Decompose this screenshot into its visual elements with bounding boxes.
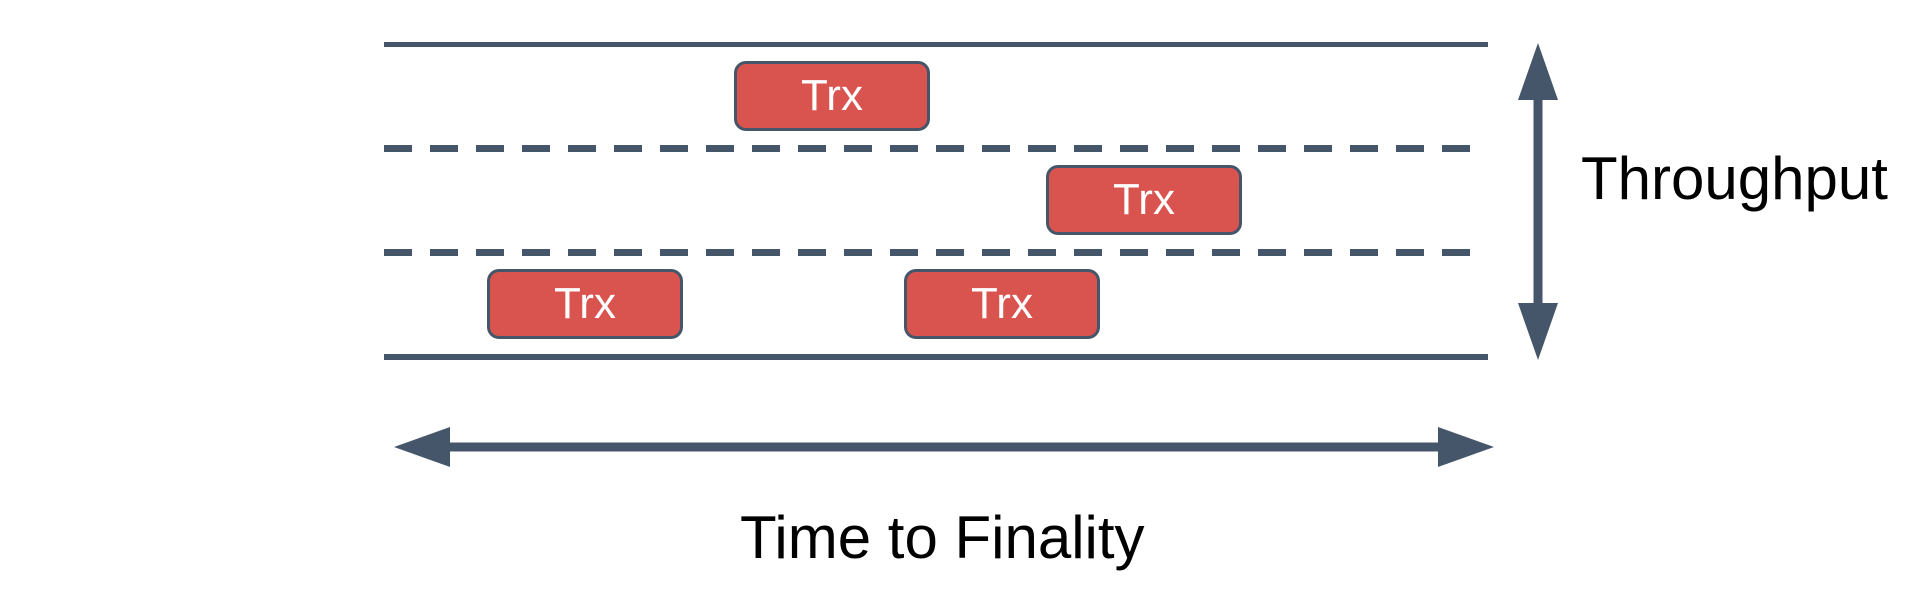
trx-box-lane3-right: Trx (904, 269, 1100, 339)
trx-box-label: Trx (971, 279, 1033, 328)
trx-box-label: Trx (1113, 175, 1175, 224)
trx-box-label: Trx (801, 71, 863, 120)
trx-box-lane2: Trx (1046, 165, 1242, 235)
trx-box-label: Trx (554, 279, 616, 328)
lane-bottom-border-line (384, 354, 1488, 360)
trx-box-lane1: Trx (734, 61, 930, 131)
lane-top-border-line (384, 42, 1488, 47)
lane-divider-line-2 (384, 249, 1488, 256)
time-to-finality-label: Time to Finality (740, 504, 1145, 571)
throughput-double-arrow-icon (1518, 43, 1558, 360)
trx-box-lane3-left: Trx (487, 269, 683, 339)
throughput-label: Throughput (1581, 145, 1888, 212)
time-to-finality-double-arrow-icon (394, 427, 1494, 467)
lane-divider-line-1 (384, 145, 1488, 152)
